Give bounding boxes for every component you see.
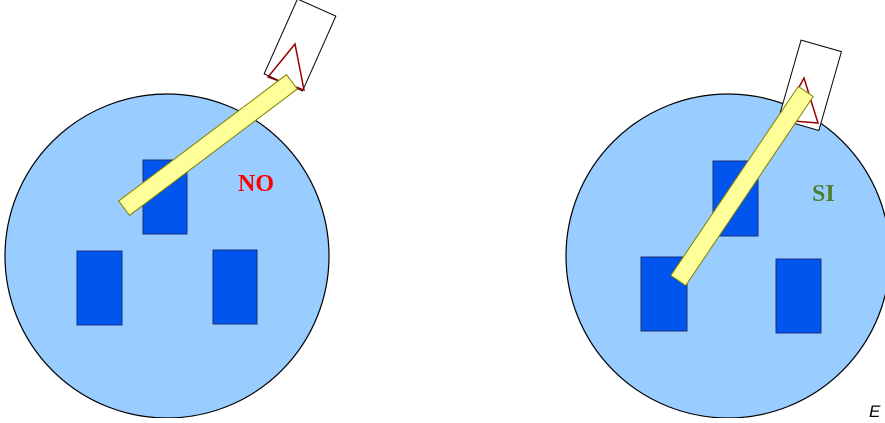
tester-card	[263, 0, 337, 92]
tester-card-body	[263, 0, 337, 92]
socket-slot-bottom-right	[775, 258, 822, 334]
probe-stick	[670, 85, 814, 287]
panel-si: SI	[565, 39, 885, 419]
socket-slot-bottom-right	[212, 249, 258, 325]
probe-stick	[118, 73, 298, 217]
probe-body	[670, 85, 814, 287]
panel-no: NO	[4, 0, 337, 419]
figure-caption: E	[869, 402, 881, 418]
socket-slot-bottom-left	[76, 250, 123, 326]
panel-label-si: SI	[812, 181, 835, 207]
panel-label-no: NO	[238, 171, 274, 197]
socket-disc	[4, 93, 330, 419]
socket-disc	[565, 93, 885, 419]
probe-body	[118, 73, 298, 217]
